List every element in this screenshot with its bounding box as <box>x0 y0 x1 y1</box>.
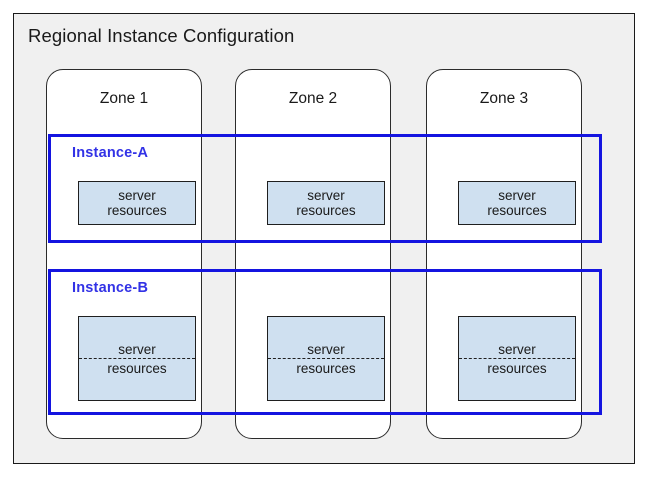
resource-line-1: server <box>118 188 156 203</box>
instance-band-a[interactable]: Instance-A server resources server resou… <box>48 134 602 243</box>
resource-line-2: resources <box>487 360 547 376</box>
instance-band-b[interactable]: Instance-B server resources server resou… <box>48 269 602 415</box>
instance-label-a: Instance-A <box>72 145 149 161</box>
resource-line-2: resources <box>487 203 547 218</box>
resource-line-2: resources <box>296 203 356 218</box>
resource-line-1: server <box>307 341 345 357</box>
diagram-container: Regional Instance Configuration Zone 1 Z… <box>13 13 635 464</box>
resource-dashed-divider: resources <box>268 357 384 401</box>
resource-box-a-zone-2[interactable]: server resources <box>267 181 385 225</box>
resource-line-2: resources <box>107 360 167 376</box>
resource-box-b-zone-2[interactable]: server resources <box>267 316 385 401</box>
resource-box-b-zone-1[interactable]: server resources <box>78 316 196 401</box>
resource-box-b-zone-3[interactable]: server resources <box>458 316 576 401</box>
zone-label-3: Zone 3 <box>479 90 529 107</box>
resource-line-1: server <box>498 188 536 203</box>
page-title: Regional Instance Configuration <box>28 25 295 46</box>
resource-line-1: server <box>498 341 536 357</box>
resource-line-2: resources <box>107 203 167 218</box>
resource-dashed-divider: resources <box>459 357 575 401</box>
resource-box-a-zone-1[interactable]: server resources <box>78 181 196 225</box>
resource-dashed-divider: resources <box>79 357 195 401</box>
resource-box-a-zone-3[interactable]: server resources <box>458 181 576 225</box>
zone-label-2: Zone 2 <box>288 90 338 107</box>
resource-line-2: resources <box>296 360 356 376</box>
resource-line-1: server <box>118 341 156 357</box>
zone-label-1: Zone 1 <box>99 90 149 107</box>
instance-label-b: Instance-B <box>72 280 149 296</box>
resource-line-1: server <box>307 188 345 203</box>
